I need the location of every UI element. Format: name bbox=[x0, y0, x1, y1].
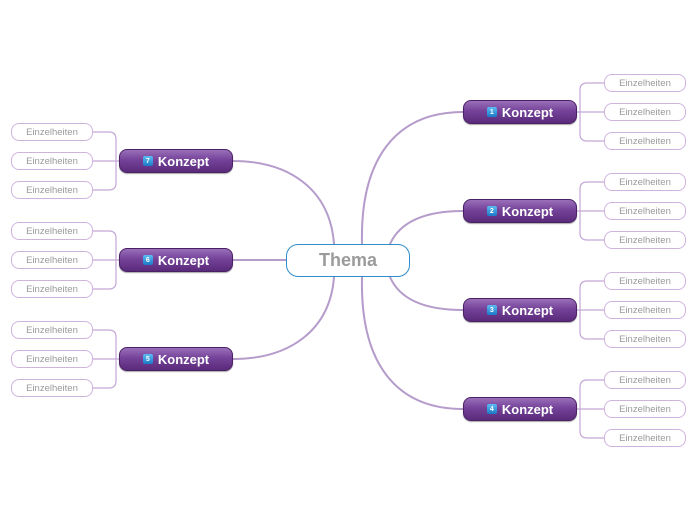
detail-node[interactable]: Einzelheiten bbox=[604, 301, 686, 319]
branch-line-2 bbox=[389, 210, 464, 245]
detail-label: Einzelheiten bbox=[26, 283, 78, 295]
concept-node-7[interactable]: 7 Konzept bbox=[119, 149, 233, 173]
concept-node-6[interactable]: 6 Konzept bbox=[119, 248, 233, 272]
detail-label: Einzelheiten bbox=[619, 374, 671, 386]
detail-label: Einzelheiten bbox=[619, 205, 671, 217]
central-topic-label: Thema bbox=[318, 250, 378, 270]
concept-node-2[interactable]: 2 Konzept bbox=[463, 199, 577, 223]
concept-label: Konzept bbox=[501, 401, 554, 417]
number-badge-icon: 4 bbox=[486, 404, 497, 414]
number-badge-icon: 5 bbox=[142, 354, 153, 364]
detail-label: Einzelheiten bbox=[26, 225, 78, 237]
detail-node[interactable]: Einzelheiten bbox=[604, 330, 686, 348]
detail-node[interactable]: Einzelheiten bbox=[11, 379, 93, 397]
detail-node[interactable]: Einzelheiten bbox=[604, 272, 686, 290]
detail-connector-1 bbox=[577, 82, 604, 142]
concept-label: Konzept bbox=[501, 104, 554, 120]
number-badge-icon: 2 bbox=[486, 206, 497, 216]
number-badge-icon: 6 bbox=[142, 255, 153, 265]
detail-node[interactable]: Einzelheiten bbox=[604, 400, 686, 418]
detail-label: Einzelheiten bbox=[619, 135, 671, 147]
detail-label: Einzelheiten bbox=[619, 275, 671, 287]
detail-label: Einzelheiten bbox=[619, 77, 671, 89]
detail-label: Einzelheiten bbox=[619, 106, 671, 118]
detail-label: Einzelheiten bbox=[26, 184, 78, 196]
detail-node[interactable]: Einzelheiten bbox=[11, 350, 93, 368]
detail-connector-2 bbox=[577, 181, 604, 241]
detail-node[interactable]: Einzelheiten bbox=[11, 251, 93, 269]
detail-label: Einzelheiten bbox=[619, 432, 671, 444]
detail-label: Einzelheiten bbox=[619, 176, 671, 188]
concept-label: Konzept bbox=[157, 252, 210, 268]
detail-node[interactable]: Einzelheiten bbox=[11, 123, 93, 141]
detail-node[interactable]: Einzelheiten bbox=[11, 181, 93, 199]
detail-label: Einzelheiten bbox=[26, 324, 78, 336]
detail-node[interactable]: Einzelheiten bbox=[604, 132, 686, 150]
branch-line-4 bbox=[360, 276, 464, 410]
concept-label: Konzept bbox=[157, 153, 210, 169]
detail-node[interactable]: Einzelheiten bbox=[604, 74, 686, 92]
detail-connector-3 bbox=[577, 280, 604, 340]
concept-label: Konzept bbox=[157, 351, 210, 367]
detail-label: Einzelheiten bbox=[26, 353, 78, 365]
detail-label: Einzelheiten bbox=[26, 254, 78, 266]
detail-node[interactable]: Einzelheiten bbox=[604, 371, 686, 389]
number-badge-icon: 3 bbox=[486, 305, 497, 315]
branch-line-7 bbox=[232, 160, 335, 245]
concept-label: Konzept bbox=[501, 302, 554, 318]
concept-node-1[interactable]: 1 Konzept bbox=[463, 100, 577, 124]
detail-node[interactable]: Einzelheiten bbox=[11, 321, 93, 339]
detail-node[interactable]: Einzelheiten bbox=[11, 152, 93, 170]
central-topic[interactable]: Thema bbox=[286, 244, 410, 277]
number-badge-icon: 7 bbox=[142, 156, 153, 166]
branch-line-3 bbox=[389, 276, 464, 311]
number-badge-icon: 1 bbox=[486, 107, 497, 117]
detail-label: Einzelheiten bbox=[619, 403, 671, 415]
detail-label: Einzelheiten bbox=[26, 126, 78, 138]
detail-label: Einzelheiten bbox=[26, 155, 78, 167]
detail-connector-5 bbox=[92, 329, 119, 389]
detail-node[interactable]: Einzelheiten bbox=[604, 173, 686, 191]
detail-node[interactable]: Einzelheiten bbox=[604, 103, 686, 121]
branch-line-5 bbox=[232, 276, 335, 360]
concept-label: Konzept bbox=[501, 203, 554, 219]
concept-node-3[interactable]: 3 Konzept bbox=[463, 298, 577, 322]
concept-node-4[interactable]: 4 Konzept bbox=[463, 397, 577, 421]
detail-node[interactable]: Einzelheiten bbox=[11, 280, 93, 298]
detail-label: Einzelheiten bbox=[619, 304, 671, 316]
branch-line-1 bbox=[360, 111, 464, 245]
detail-connector-4 bbox=[577, 379, 604, 439]
detail-node[interactable]: Einzelheiten bbox=[11, 222, 93, 240]
concept-node-5[interactable]: 5 Konzept bbox=[119, 347, 233, 371]
detail-label: Einzelheiten bbox=[26, 382, 78, 394]
detail-node[interactable]: Einzelheiten bbox=[604, 202, 686, 220]
detail-connector-7 bbox=[92, 131, 119, 191]
detail-connector-6 bbox=[92, 230, 119, 290]
detail-node[interactable]: Einzelheiten bbox=[604, 429, 686, 447]
detail-node[interactable]: Einzelheiten bbox=[604, 231, 686, 249]
detail-label: Einzelheiten bbox=[619, 333, 671, 345]
detail-label: Einzelheiten bbox=[619, 234, 671, 246]
